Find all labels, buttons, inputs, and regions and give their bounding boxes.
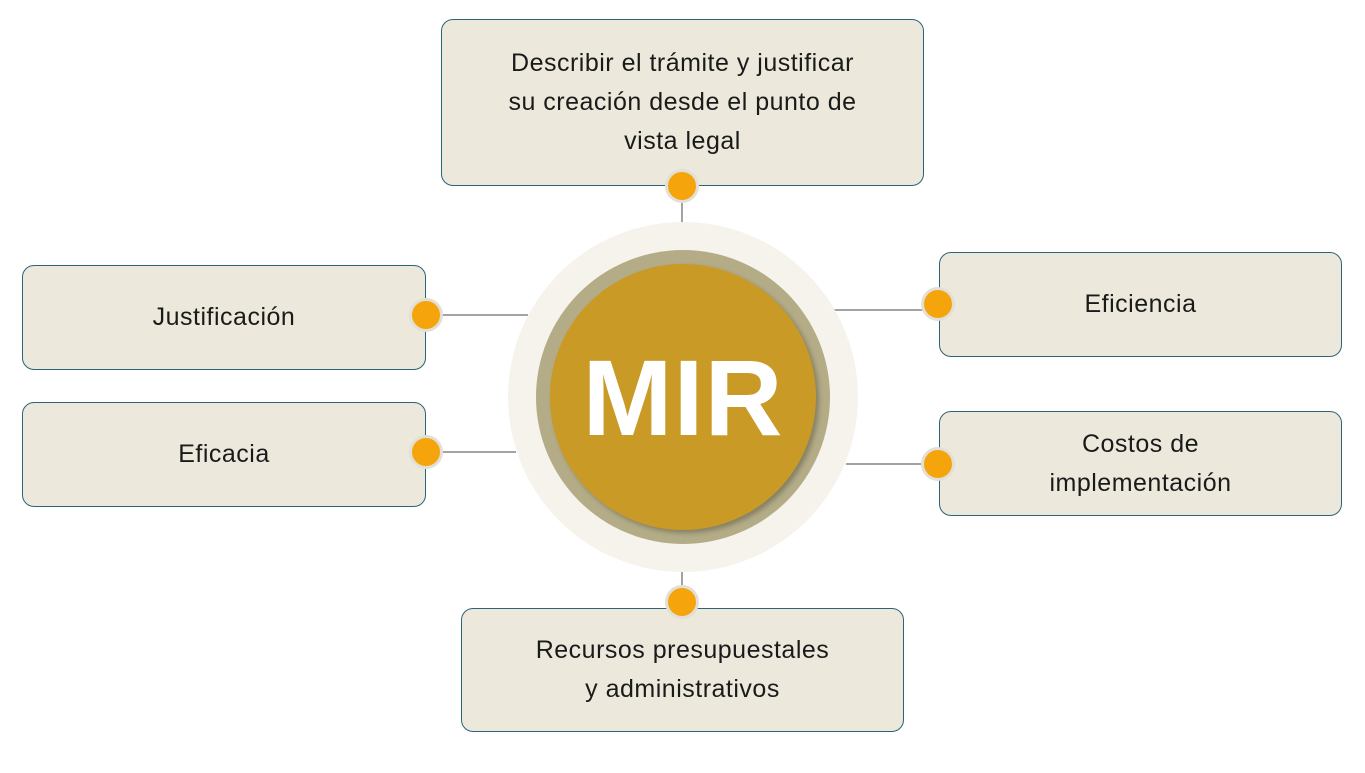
connector-dot-left-bottom [409, 435, 443, 469]
node-right-bottom-line-1: Costos de [1081, 429, 1200, 458]
node-right-top: Eficiencia [939, 252, 1342, 357]
connector-dot-top [665, 169, 699, 203]
node-bottom: Recursos presupuestales y administrativo… [461, 608, 904, 732]
connector-dot-left-top [409, 298, 443, 332]
node-top: Describir el trámite y justificar su cre… [441, 19, 924, 186]
node-bottom-line-2: y administrativos [585, 675, 780, 703]
connector-line-left-top [440, 314, 528, 316]
connector-line-right-top [834, 309, 928, 311]
node-right-bottom-line-2: implementación [1049, 468, 1232, 497]
node-left-bottom-label: Eficacia [178, 440, 270, 468]
node-left-bottom: Eficacia [22, 402, 426, 507]
node-right-top-label: Eficiencia [1084, 290, 1197, 318]
connector-dot-bottom [665, 585, 699, 619]
node-top-line-2: su creación desde el punto de [508, 88, 857, 116]
node-bottom-line-1: Recursos presupuestales [535, 636, 830, 664]
node-left-top: Justificación [22, 265, 426, 370]
center-circle: MIR [550, 264, 816, 530]
connector-line-bottom [681, 570, 683, 590]
node-top-line-1: Describir el trámite y justificar [511, 49, 854, 77]
center-label: MIR [582, 336, 784, 458]
connector-line-right-bottom [846, 463, 928, 465]
node-left-top-label: Justificación [152, 303, 296, 331]
node-right-bottom: Costos de implementación [939, 411, 1342, 516]
connector-dot-right-top [921, 287, 955, 321]
connector-line-left-bottom [440, 451, 516, 453]
node-top-line-3: vista legal [624, 127, 741, 155]
connector-line-top [681, 200, 683, 224]
connector-dot-right-bottom [921, 447, 955, 481]
